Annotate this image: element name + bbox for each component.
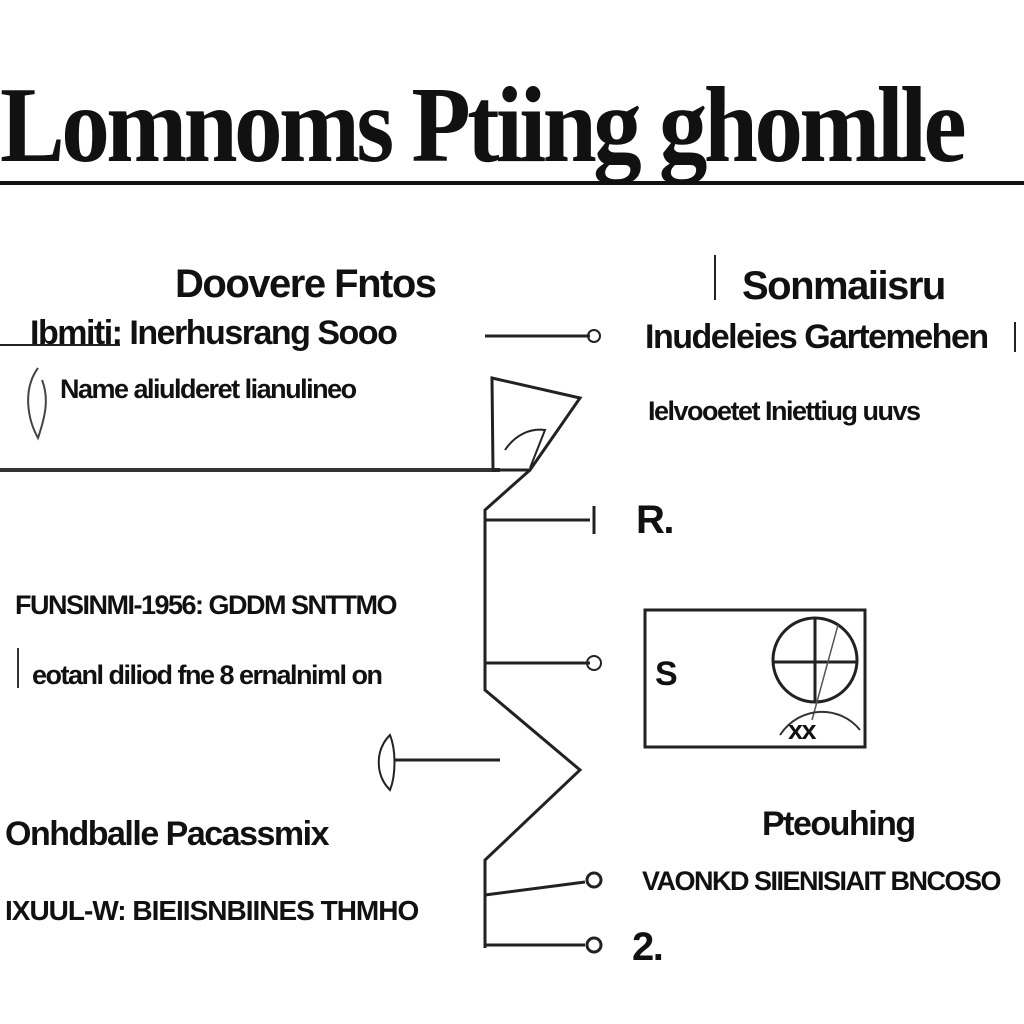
right-heading: Sonmaiisru: [742, 264, 946, 308]
right-bottom-sub: VAONKD SIIENISIAIT BNCOSO: [642, 866, 1002, 896]
funnel-fold: [504, 428, 547, 469]
left-row2-label: Name aliulderet lianulineo: [60, 374, 357, 404]
connector-box-node: [586, 655, 602, 671]
right-row1-label: Inudeleies Gartemehen: [645, 318, 989, 356]
box-arc: [779, 710, 861, 736]
marker-2: 2.: [632, 925, 664, 969]
left-swoosh: [27, 367, 47, 441]
left-middle-label: FUNSINMI-1956: GDDM SNTTMO: [15, 590, 398, 620]
funnel-shape: [490, 376, 583, 472]
left-bottom-heading: Onhdballe Pacassmix: [5, 815, 330, 853]
detail-box: [643, 608, 867, 749]
left-heading: Doovere Fntos: [175, 262, 437, 306]
right-row2-label: Ielvooetet Iniettiug uuvs: [648, 396, 921, 426]
left-row1-label: Ibmiti: Inerhusrang Sooo: [30, 314, 398, 352]
marker-r: R.: [636, 498, 675, 542]
connector-bottom1: [484, 880, 586, 897]
central-spine: [483, 468, 583, 948]
box-caption: xx: [788, 715, 817, 745]
crosshair-diag: [811, 624, 839, 721]
row1-connector-node: [587, 329, 601, 343]
box-symbol: S: [655, 655, 678, 693]
lens-shape: [377, 733, 396, 792]
connector-bottom2-node: [585, 936, 603, 954]
left-middle-sub: eotanl diliod fne 8 ernalniml on: [32, 660, 383, 690]
left-bottom-sub: IXUUL-W: BIEIISNBIINES THMHO: [5, 895, 419, 926]
right-bottom-heading: Pteouhing: [762, 805, 916, 843]
connector-bottom1-node: [585, 871, 603, 889]
page-title: Lomnoms Ptiing ghomlle: [0, 66, 967, 185]
